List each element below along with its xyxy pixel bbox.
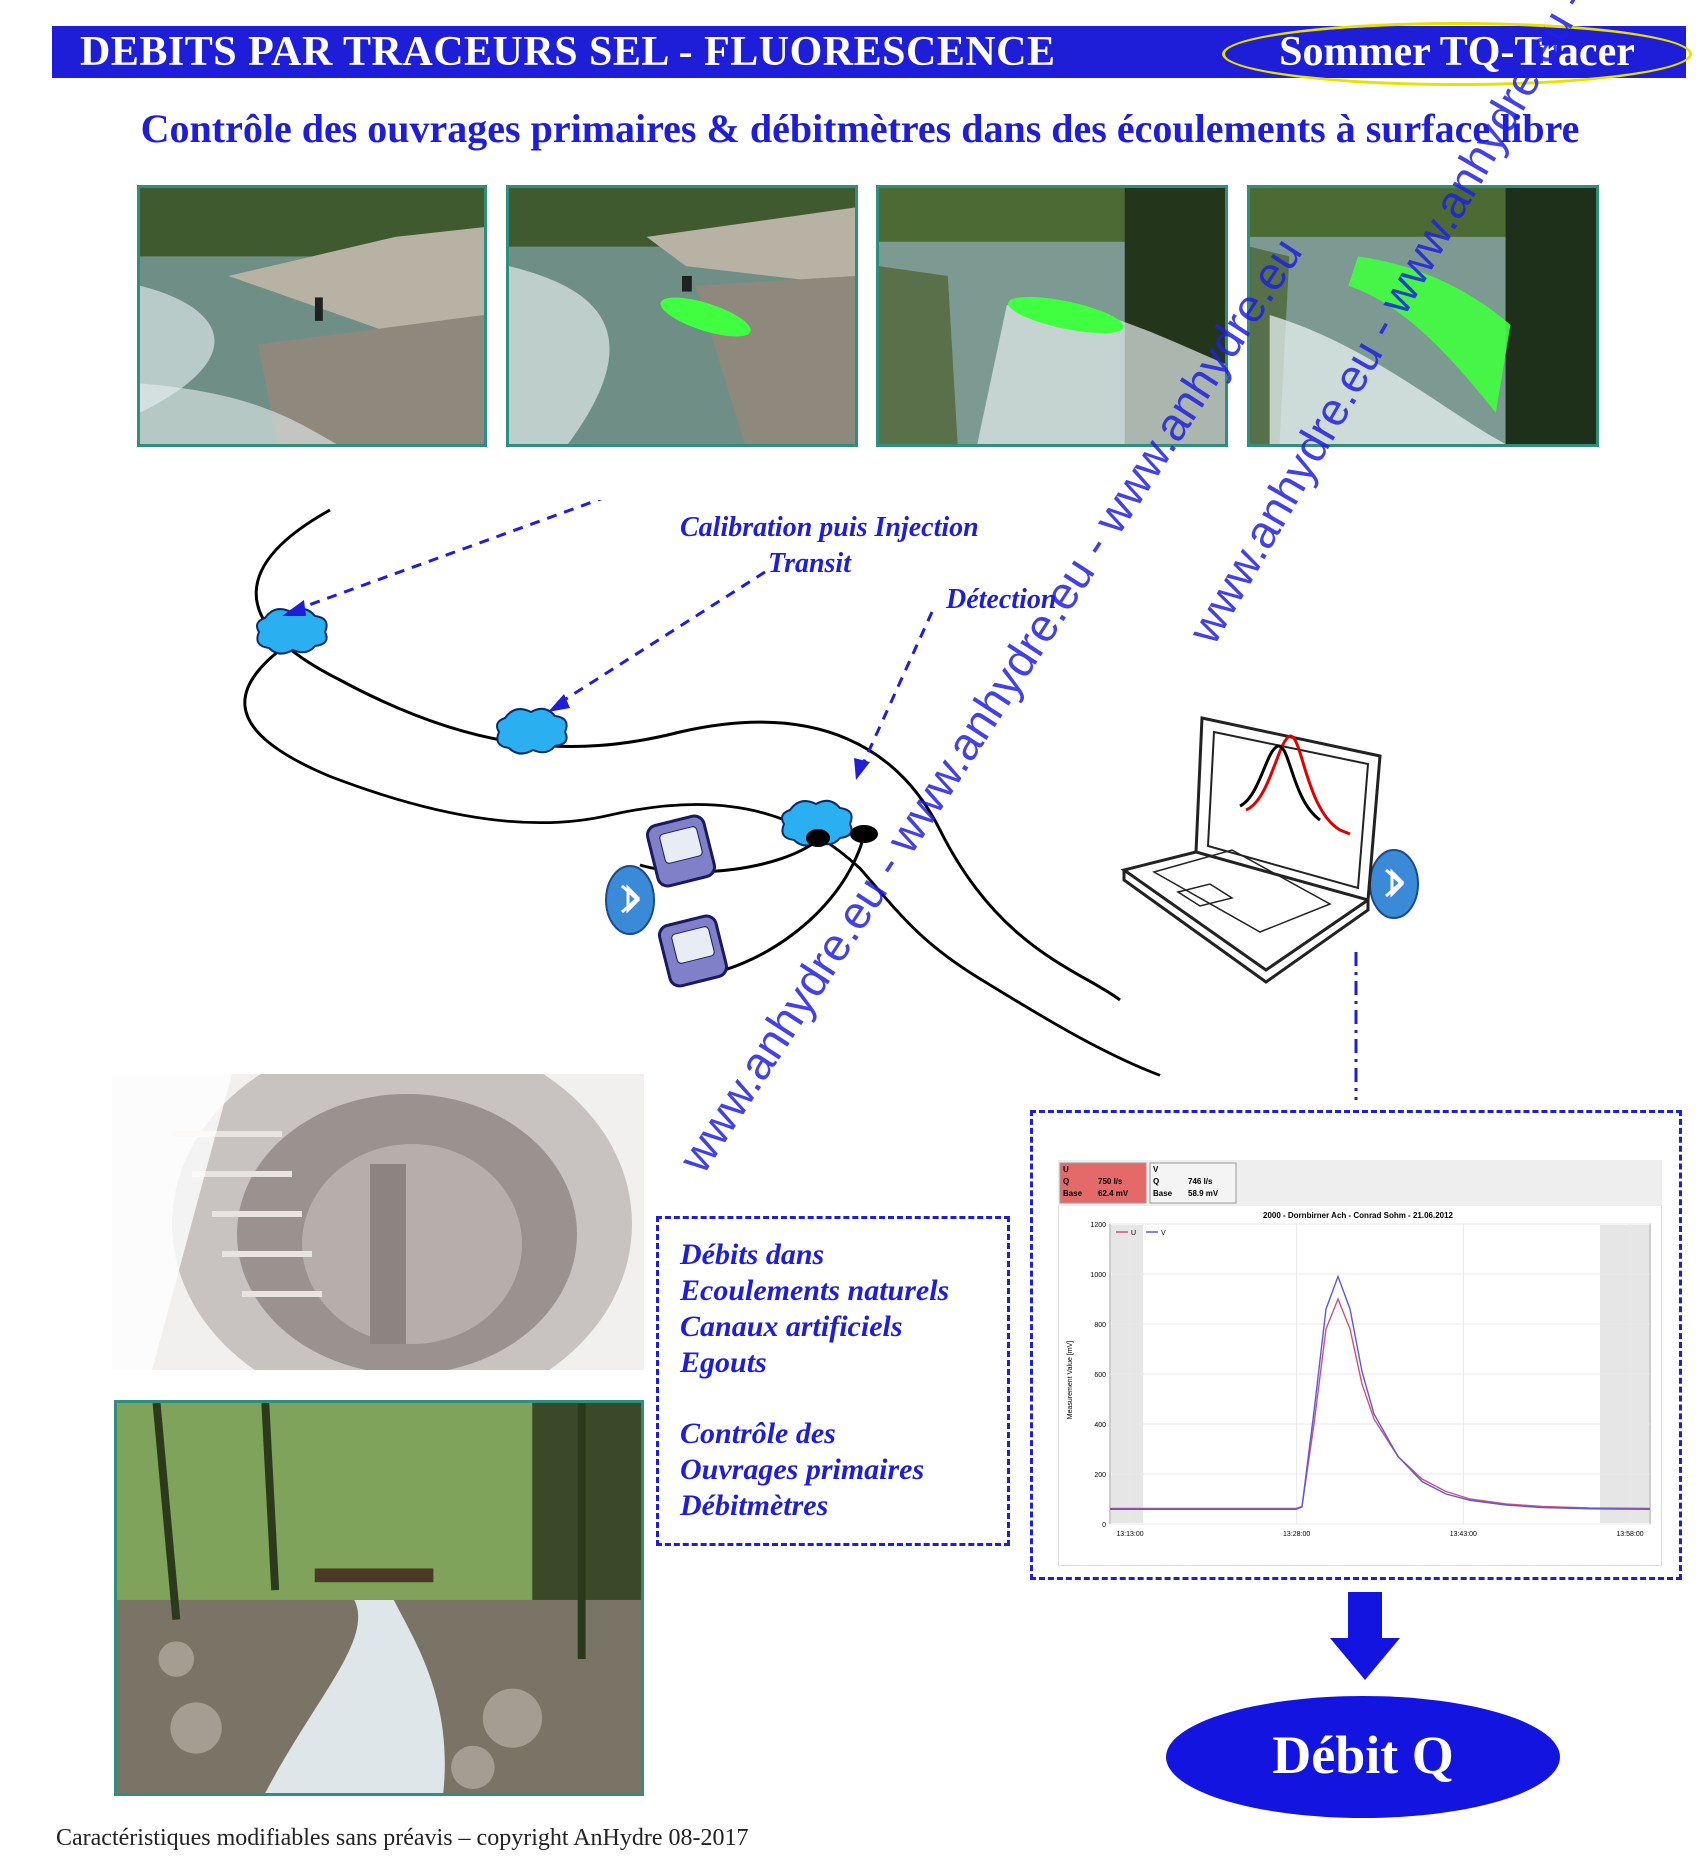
plot-title: 2000 - Dornbirner Ach - Conrad Sohm - 21… — [1263, 1211, 1454, 1220]
arrow-injection-head — [282, 600, 306, 616]
page-title: DEBITS PAR TRACEURS SEL - FLUORESCENCE — [80, 29, 1056, 75]
river-photo-2 — [506, 185, 858, 447]
info-line: Egouts — [680, 1346, 767, 1379]
info-line: Débitmètres — [680, 1489, 829, 1522]
measurement-screenshot: U Q 750 l/s Base 62.4 mV V Q 746 l/s Bas… — [1058, 1160, 1662, 1566]
x-tick-label: 13:43:00 — [1450, 1531, 1477, 1538]
manhole-photo — [112, 1074, 644, 1370]
arrow-transit-head — [548, 694, 570, 712]
y-tick-label: 400 — [1094, 1422, 1106, 1429]
series-line-v — [1110, 1274, 1651, 1510]
panel-u-base-value: 62.4 mV — [1098, 1189, 1129, 1198]
series-line-u — [1110, 1297, 1651, 1510]
river-photo-3 — [876, 185, 1228, 447]
info-line: Ouvrages primaires — [680, 1453, 925, 1486]
logger-device-2 — [657, 914, 729, 988]
panel-v-base-value: 58.9 mV — [1188, 1189, 1219, 1198]
plot-ylabel: Measurement Value [mV] — [1067, 1341, 1074, 1420]
tracer-cloud-detection — [781, 799, 853, 847]
panel-v — [1149, 1162, 1237, 1204]
plot-area: 1200 1000 800 600 400 200 0 13:13:00 13:28:00 13:… — [1090, 1222, 1651, 1538]
x-tick-label: 13:28:00 — [1283, 1531, 1310, 1538]
bluetooth-icon-laptop — [1369, 849, 1419, 919]
arrow-transit — [557, 570, 766, 706]
laptop-curve-red — [1245, 734, 1351, 836]
panel-v-q-value: 746 l/s — [1188, 1177, 1213, 1186]
probe-2 — [850, 825, 878, 843]
brand-oval — [1222, 22, 1692, 86]
panel-v-base-label: Base — [1153, 1189, 1173, 1198]
result-arrow-icon — [1330, 1592, 1400, 1680]
river-photo-1 — [137, 185, 487, 447]
panel-u — [1059, 1162, 1147, 1204]
panel-v-q-label: Q — [1153, 1177, 1159, 1186]
brand-name: Sommer TQ-Tracer — [1279, 29, 1635, 75]
y-tick-label: 800 — [1094, 1322, 1106, 1329]
laptop-curve-black — [1239, 744, 1321, 822]
arrow-injection — [294, 500, 603, 612]
river-bank-lower — [243, 628, 1161, 1077]
label-injection: Calibration puis Injection — [680, 512, 979, 543]
arrow-detection — [860, 611, 934, 767]
y-tick-label: 600 — [1094, 1372, 1106, 1379]
panel-v-name: V — [1153, 1165, 1159, 1174]
panel-u-q-label: Q — [1063, 1177, 1069, 1186]
info-line: Canaux artificiels — [680, 1310, 903, 1343]
forest-stream-photo — [114, 1400, 644, 1796]
river-photo-4 — [1247, 185, 1599, 447]
info-line: Ecoulements naturels — [680, 1274, 950, 1307]
label-transit: Transit — [768, 548, 851, 579]
info-box — [656, 1216, 1010, 1546]
footer-note: Caractéristiques modifiables sans préavi… — [56, 1825, 749, 1851]
info-line: Contrôle des — [680, 1417, 836, 1450]
info-line: Débits dans — [680, 1238, 825, 1271]
laptop-icon — [1120, 716, 1382, 984]
logger-device-1 — [645, 814, 717, 888]
panel-u-name: U — [1063, 1165, 1069, 1174]
tracer-cloud-transit — [496, 707, 568, 755]
legend-label: V — [1161, 1230, 1166, 1237]
legend-label: U — [1131, 1230, 1136, 1237]
probe-1 — [806, 829, 830, 847]
panel-u-q-value: 750 l/s — [1098, 1177, 1123, 1186]
bluetooth-icon-loggers — [605, 865, 655, 935]
measurement-box — [1030, 1110, 1682, 1580]
y-tick-label: 1000 — [1090, 1272, 1106, 1279]
arrow-detection-head — [854, 758, 870, 780]
tracer-diagram — [243, 500, 1419, 1100]
x-tick-label: 13:58:00 — [1616, 1531, 1643, 1538]
page-subtitle: Contrôle des ouvrages primaires & débitm… — [140, 106, 1580, 151]
x-tick-label: 13:13:00 — [1116, 1531, 1143, 1538]
result-label: Débit Q — [1272, 1725, 1454, 1785]
label-detection: Détection — [946, 584, 1057, 615]
y-tick-label: 0 — [1102, 1522, 1106, 1529]
panel-u-base-label: Base — [1063, 1189, 1083, 1198]
y-tick-label: 200 — [1094, 1472, 1106, 1479]
y-tick-label: 1200 — [1090, 1222, 1106, 1229]
result-oval — [1166, 1696, 1560, 1818]
